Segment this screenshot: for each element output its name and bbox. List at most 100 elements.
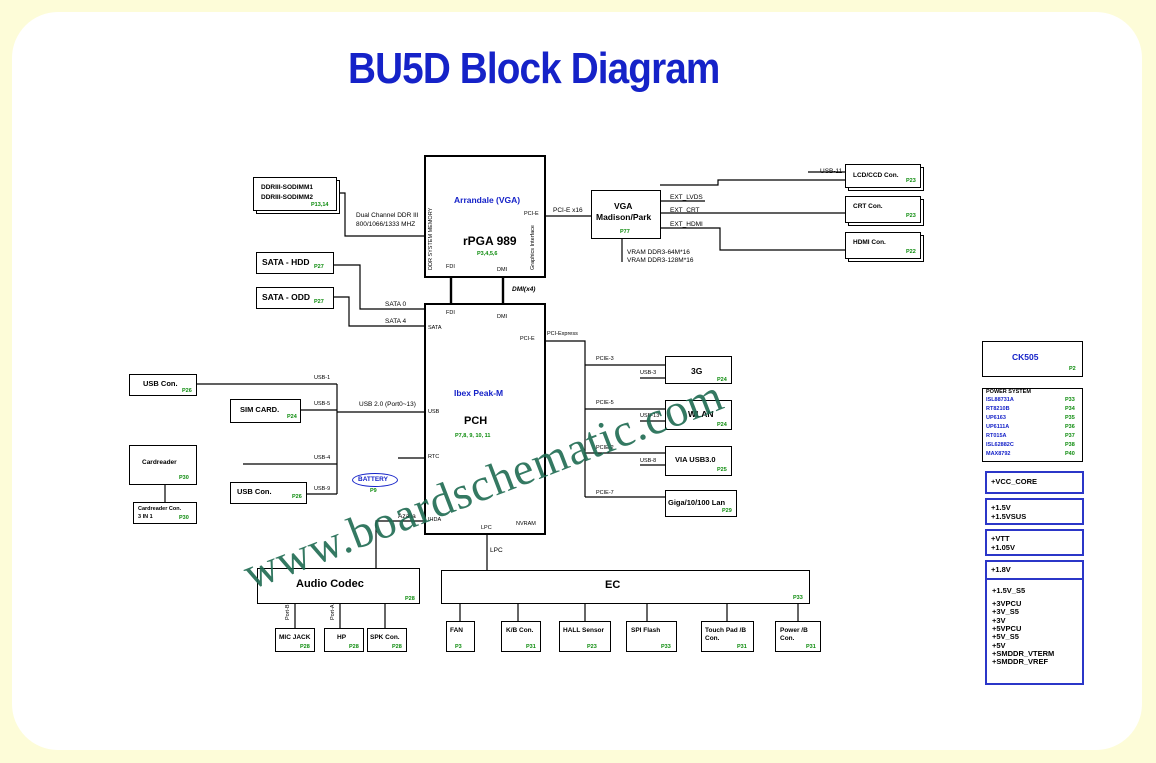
- powerb-con-box: [775, 621, 821, 652]
- power-ic-page: P35: [1065, 415, 1075, 421]
- ec-label: EC: [605, 579, 621, 591]
- ext-crt-label: EXT_CRT: [670, 207, 700, 214]
- pcie5-label: PCIE-5: [596, 400, 614, 406]
- spi-flash-box: [626, 621, 677, 652]
- sim-card-page: P24: [287, 414, 297, 420]
- sata4-bus-label: SATA 4: [385, 318, 407, 325]
- rail-misc-item: +3V_S5: [992, 607, 1019, 617]
- usb-con2-box: [230, 482, 307, 504]
- sodimm2-label: DDRIII-SODIMM2: [261, 194, 313, 201]
- usb-11-label: USB-11: [820, 168, 843, 175]
- cpu-dmi-label: DMI: [497, 267, 508, 273]
- audio-codec-box: [257, 568, 420, 604]
- usb3-label: USB-3: [640, 370, 657, 376]
- hall-sensor-box: [559, 621, 611, 652]
- power-ic-name: RT015A: [986, 433, 1007, 439]
- pcie2-label: PCIE-2: [596, 445, 614, 451]
- pch-lpc-label: LPC: [481, 525, 492, 531]
- port-b-label: Port-B: [285, 604, 291, 620]
- audio-codec-label: Audio Codec: [296, 578, 364, 590]
- power-system-box: [982, 388, 1083, 462]
- audio-codec-page: P28: [405, 596, 415, 602]
- rail-vtt-box: [985, 529, 1084, 556]
- azalia-label: Azalia: [398, 513, 416, 520]
- pch-ihda-label: IHDA: [428, 517, 442, 523]
- hall-sensor-page: P23: [587, 644, 597, 650]
- crt-con-page: P23: [906, 213, 916, 219]
- lan-page: P29: [722, 508, 732, 514]
- sata-hdd-page: P27: [314, 264, 324, 270]
- via-usb3-page: P25: [717, 467, 727, 473]
- power-ic-page: P33: [1065, 397, 1075, 403]
- ddr-bus-label: Dual Channel DDR III: [356, 212, 419, 219]
- rail-misc-item: +5VPCU: [992, 623, 1022, 633]
- cardreader-page: P30: [179, 475, 189, 481]
- ec-page: P33: [793, 595, 803, 601]
- hdmi-con-label: HDMI Con.: [853, 239, 886, 246]
- page-title: BU5D Block Diagram: [348, 44, 720, 93]
- hdmi-con-page: P22: [906, 249, 916, 255]
- rail-vcc-core: +VCC_CORE: [991, 477, 1038, 486]
- kb-con-page: P31: [526, 644, 536, 650]
- power-ic-name: ISL62882C: [986, 442, 1014, 448]
- sodimm-box: [253, 177, 337, 211]
- rail-misc-item: +1.5V_S5: [992, 586, 1026, 595]
- pch-sata-label: SATA: [428, 325, 442, 331]
- pch-label: PCH: [464, 415, 488, 427]
- pch-name: Ibex Peak-M: [454, 388, 504, 398]
- pch-rtc-label: RTC: [428, 454, 440, 460]
- pcie3-label: PCIE-3: [596, 356, 614, 362]
- lcd-con-page: P23: [906, 178, 916, 184]
- pcie-x16-label: PCI-E x16: [553, 207, 583, 214]
- crt-con-label: CRT Con.: [853, 203, 883, 210]
- cardreader-box: [129, 445, 197, 485]
- power-ic-name: RT8210B: [986, 406, 1010, 412]
- sata-odd-label: SATA - ODD: [262, 292, 311, 302]
- power-ic-name: ISL88731A: [986, 397, 1014, 403]
- rail-misc-item: +3VPCU: [992, 599, 1022, 608]
- cpu-fdi-label: FDI: [446, 264, 455, 270]
- lpc-bus-label: LPC: [490, 547, 503, 554]
- cpu-name: Arrandale (VGA): [454, 195, 521, 205]
- usb4-bus-label: USB-4: [314, 455, 331, 461]
- rail-15vsus: +1.5VSUS: [991, 512, 1027, 521]
- rail-18v: +1.8V: [991, 565, 1011, 574]
- lan-label: Giga/10/100 Lan: [668, 498, 726, 507]
- spk-con-page: P28: [392, 644, 402, 650]
- ddr-speed-label: 800/1066/1333 MHZ: [356, 221, 416, 228]
- touchpad-con-label: Touch Pad /B: [705, 627, 747, 634]
- fan-label: FAN: [450, 627, 463, 634]
- hp-label: HP: [337, 634, 347, 641]
- fan-box: [446, 621, 475, 652]
- hall-sensor-label: HALL Sensor: [563, 627, 605, 634]
- power-system-title: POWER SYSTEM: [986, 389, 1031, 395]
- pci-express-label: PCI-Express: [547, 331, 578, 337]
- usb-bus-label: USB 2.0 (Port0~13): [359, 401, 416, 408]
- rail-misc-item: +5V: [992, 640, 1006, 650]
- pch-nvram-label: NVRAM: [516, 521, 536, 527]
- rail-15v-box: [985, 498, 1084, 525]
- pch-pages: P7,8, 9, 10, 11: [455, 433, 491, 439]
- usb1-bus-label: USB-1: [314, 375, 331, 381]
- cardreader-label: Cardreader: [142, 459, 177, 466]
- pch-usb-label: USB: [428, 409, 440, 415]
- cpu-memory-label: DDR SYSTEM MEMORY: [428, 207, 434, 270]
- hp-box: [324, 628, 364, 652]
- vram-128m-label: VRAM DDR3-128M*16: [627, 257, 694, 264]
- touchpad-con-label2: Con.: [705, 635, 720, 642]
- power-ic-page: P40: [1065, 451, 1075, 457]
- power-ic-name: UP6163: [986, 415, 1006, 421]
- cpu-socket: rPGA 989: [463, 234, 517, 248]
- power-ic-page: P36: [1065, 424, 1075, 430]
- rail-misc-item: +3V: [992, 615, 1006, 625]
- rail-misc-item: +SMDDR_VREF: [992, 657, 1049, 667]
- pch-box: [424, 303, 546, 535]
- port-a-label: Port-A: [330, 604, 336, 620]
- cpu-graphics-label: Graphics Interface: [530, 225, 536, 270]
- vga-line2: Madison/Park: [596, 212, 652, 222]
- cardreader-con-label: Cardreader Con.: [138, 506, 182, 512]
- kb-con-box: [501, 621, 541, 652]
- cardreader-con-type: 3 IN 1: [138, 514, 153, 520]
- cardreader-con-box: [133, 502, 197, 524]
- wlan-box: [665, 400, 732, 430]
